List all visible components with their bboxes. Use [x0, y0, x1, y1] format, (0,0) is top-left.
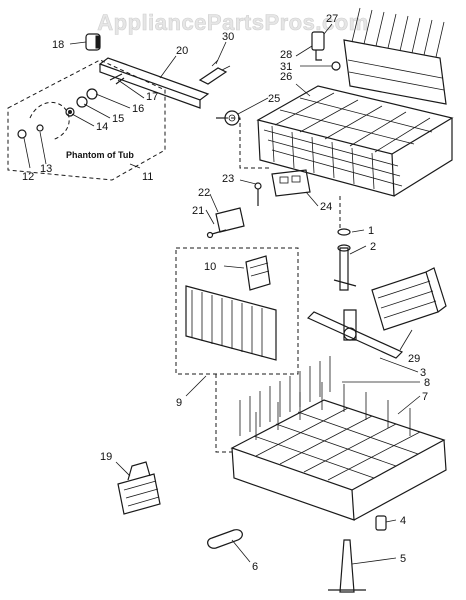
callout-16: 16: [132, 103, 144, 115]
callout-23: 23: [222, 173, 234, 185]
tub-label: Phantom of Tub: [66, 150, 134, 160]
upper-rack: [256, 85, 454, 197]
callout-10: 10: [204, 261, 216, 273]
callout-20: 20: [176, 45, 188, 57]
tub-phantom: Phantom of Tub: [7, 59, 166, 181]
callout-6: 6: [252, 561, 258, 573]
roller-assembly: [17, 73, 125, 139]
watermark-text: AppliancePartsPros.com: [97, 10, 368, 35]
callout-2: 2: [370, 241, 376, 253]
spray-arm-assembly: [306, 228, 404, 359]
silverware-basket-29: [371, 267, 447, 331]
callout-17: 17: [146, 91, 158, 103]
callout-18: 18: [52, 39, 64, 51]
lower-bracket: [206, 207, 245, 239]
callout-12: 12: [22, 171, 34, 183]
callout-21: 21: [192, 205, 204, 217]
callout-leaders: [23, 23, 421, 565]
callout-30: 30: [222, 31, 234, 43]
callout-27: 27: [326, 13, 338, 25]
mount-bracket: [254, 169, 311, 206]
track-rail: [98, 57, 210, 109]
lower-spray-parts: [328, 515, 387, 593]
callout-labels: 1 2 3 4 5 6 7 8 9 10 11 12 13 14 15 16 1…: [22, 13, 430, 573]
callout-26: 26: [280, 71, 292, 83]
callout-24: 24: [320, 201, 332, 213]
callout-29: 29: [408, 353, 420, 365]
small-basket-19: [117, 461, 161, 515]
lower-rack: [230, 356, 447, 521]
callout-3: 3: [420, 367, 426, 379]
callout-11: 11: [142, 171, 153, 183]
callout-7: 7: [422, 391, 428, 403]
callout-8: 8: [424, 377, 430, 389]
spray-connector: [198, 59, 231, 85]
callout-1: 1: [368, 225, 374, 237]
rack-clip: [311, 31, 341, 71]
rack-wheel: [207, 529, 243, 549]
callout-31: 31: [280, 61, 292, 73]
callout-14: 14: [96, 121, 108, 133]
callout-4: 4: [400, 515, 406, 527]
callout-22: 22: [198, 187, 210, 199]
callout-9: 9: [176, 397, 182, 409]
callout-28: 28: [280, 49, 292, 61]
callout-15: 15: [112, 113, 124, 125]
callout-19: 19: [100, 451, 112, 463]
callout-13: 13: [40, 163, 52, 175]
callout-25: 25: [268, 93, 280, 105]
guide-lines: [215, 117, 341, 453]
cup-shelf: [343, 7, 447, 105]
fold-down-rack: [175, 247, 299, 375]
end-cap: [85, 33, 101, 51]
callout-5: 5: [400, 553, 406, 565]
